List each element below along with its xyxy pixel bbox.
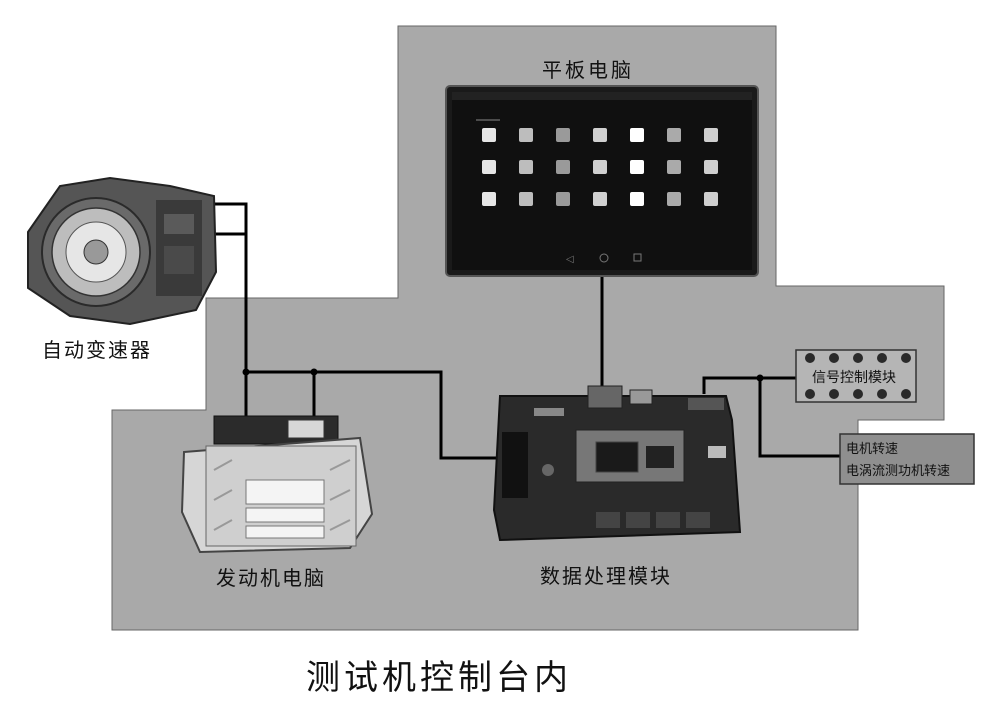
speed-signal-box [839,433,975,485]
terminal-dot [805,389,815,399]
terminal-dot [877,389,887,399]
app-icon [704,160,718,174]
app-icon [667,128,681,142]
wire-speed [758,378,840,458]
terminal-dot [829,353,839,363]
dpm-label: 数据处理模块 [540,564,672,588]
tablet-image: ◁ [445,85,759,277]
app-icon [630,128,644,142]
app-icon [482,128,496,142]
app-icon [630,192,644,206]
wire-dpm-signal [702,376,796,394]
dyno-speed-label: 电涡流测功机转速 [846,464,951,479]
caption: 测试机控制台内 [306,658,572,698]
app-icon [667,192,681,206]
ecu-image [180,415,374,554]
transmission-label: 自动变速器 [42,338,152,362]
app-icon [704,128,718,142]
app-icon [593,160,607,174]
terminal-dot [901,353,911,363]
junction-dot [242,368,250,376]
nav-home-icon [599,253,609,263]
signal-module-label: 信号控制模块 [812,370,896,386]
app-icon [556,160,570,174]
app-icon [704,192,718,206]
terminal-dot [877,353,887,363]
wire-transmission-top [206,202,248,372]
app-icon [630,160,644,174]
terminal-dot [853,389,863,399]
junction-dot [756,374,764,382]
terminal-dot [853,353,863,363]
terminal-dot [829,389,839,399]
app-icon [667,160,681,174]
nav-back-icon: ◁ [566,254,574,265]
signal-module-terminals [805,353,911,399]
app-icon [482,160,496,174]
tablet-app-icons [482,128,718,206]
nav-recent-icon [633,253,642,262]
app-icon [556,128,570,142]
app-icon [593,128,607,142]
wiring [206,202,840,460]
tablet-label: 平板电脑 [542,58,634,82]
terminal-dot [901,389,911,399]
wire-bus [246,370,500,460]
app-icon [519,192,533,206]
app-icon [593,192,607,206]
app-icon [556,192,570,206]
junction-dot [310,368,318,376]
app-icon [519,128,533,142]
app-icon [482,192,496,206]
terminal-dot [805,353,815,363]
motor-speed-label: 电机转速 [846,442,899,457]
app-icon [519,160,533,174]
dpm-board-image [492,385,742,542]
ecu-label: 发动机电脑 [216,566,326,590]
transmission-image [27,176,218,326]
